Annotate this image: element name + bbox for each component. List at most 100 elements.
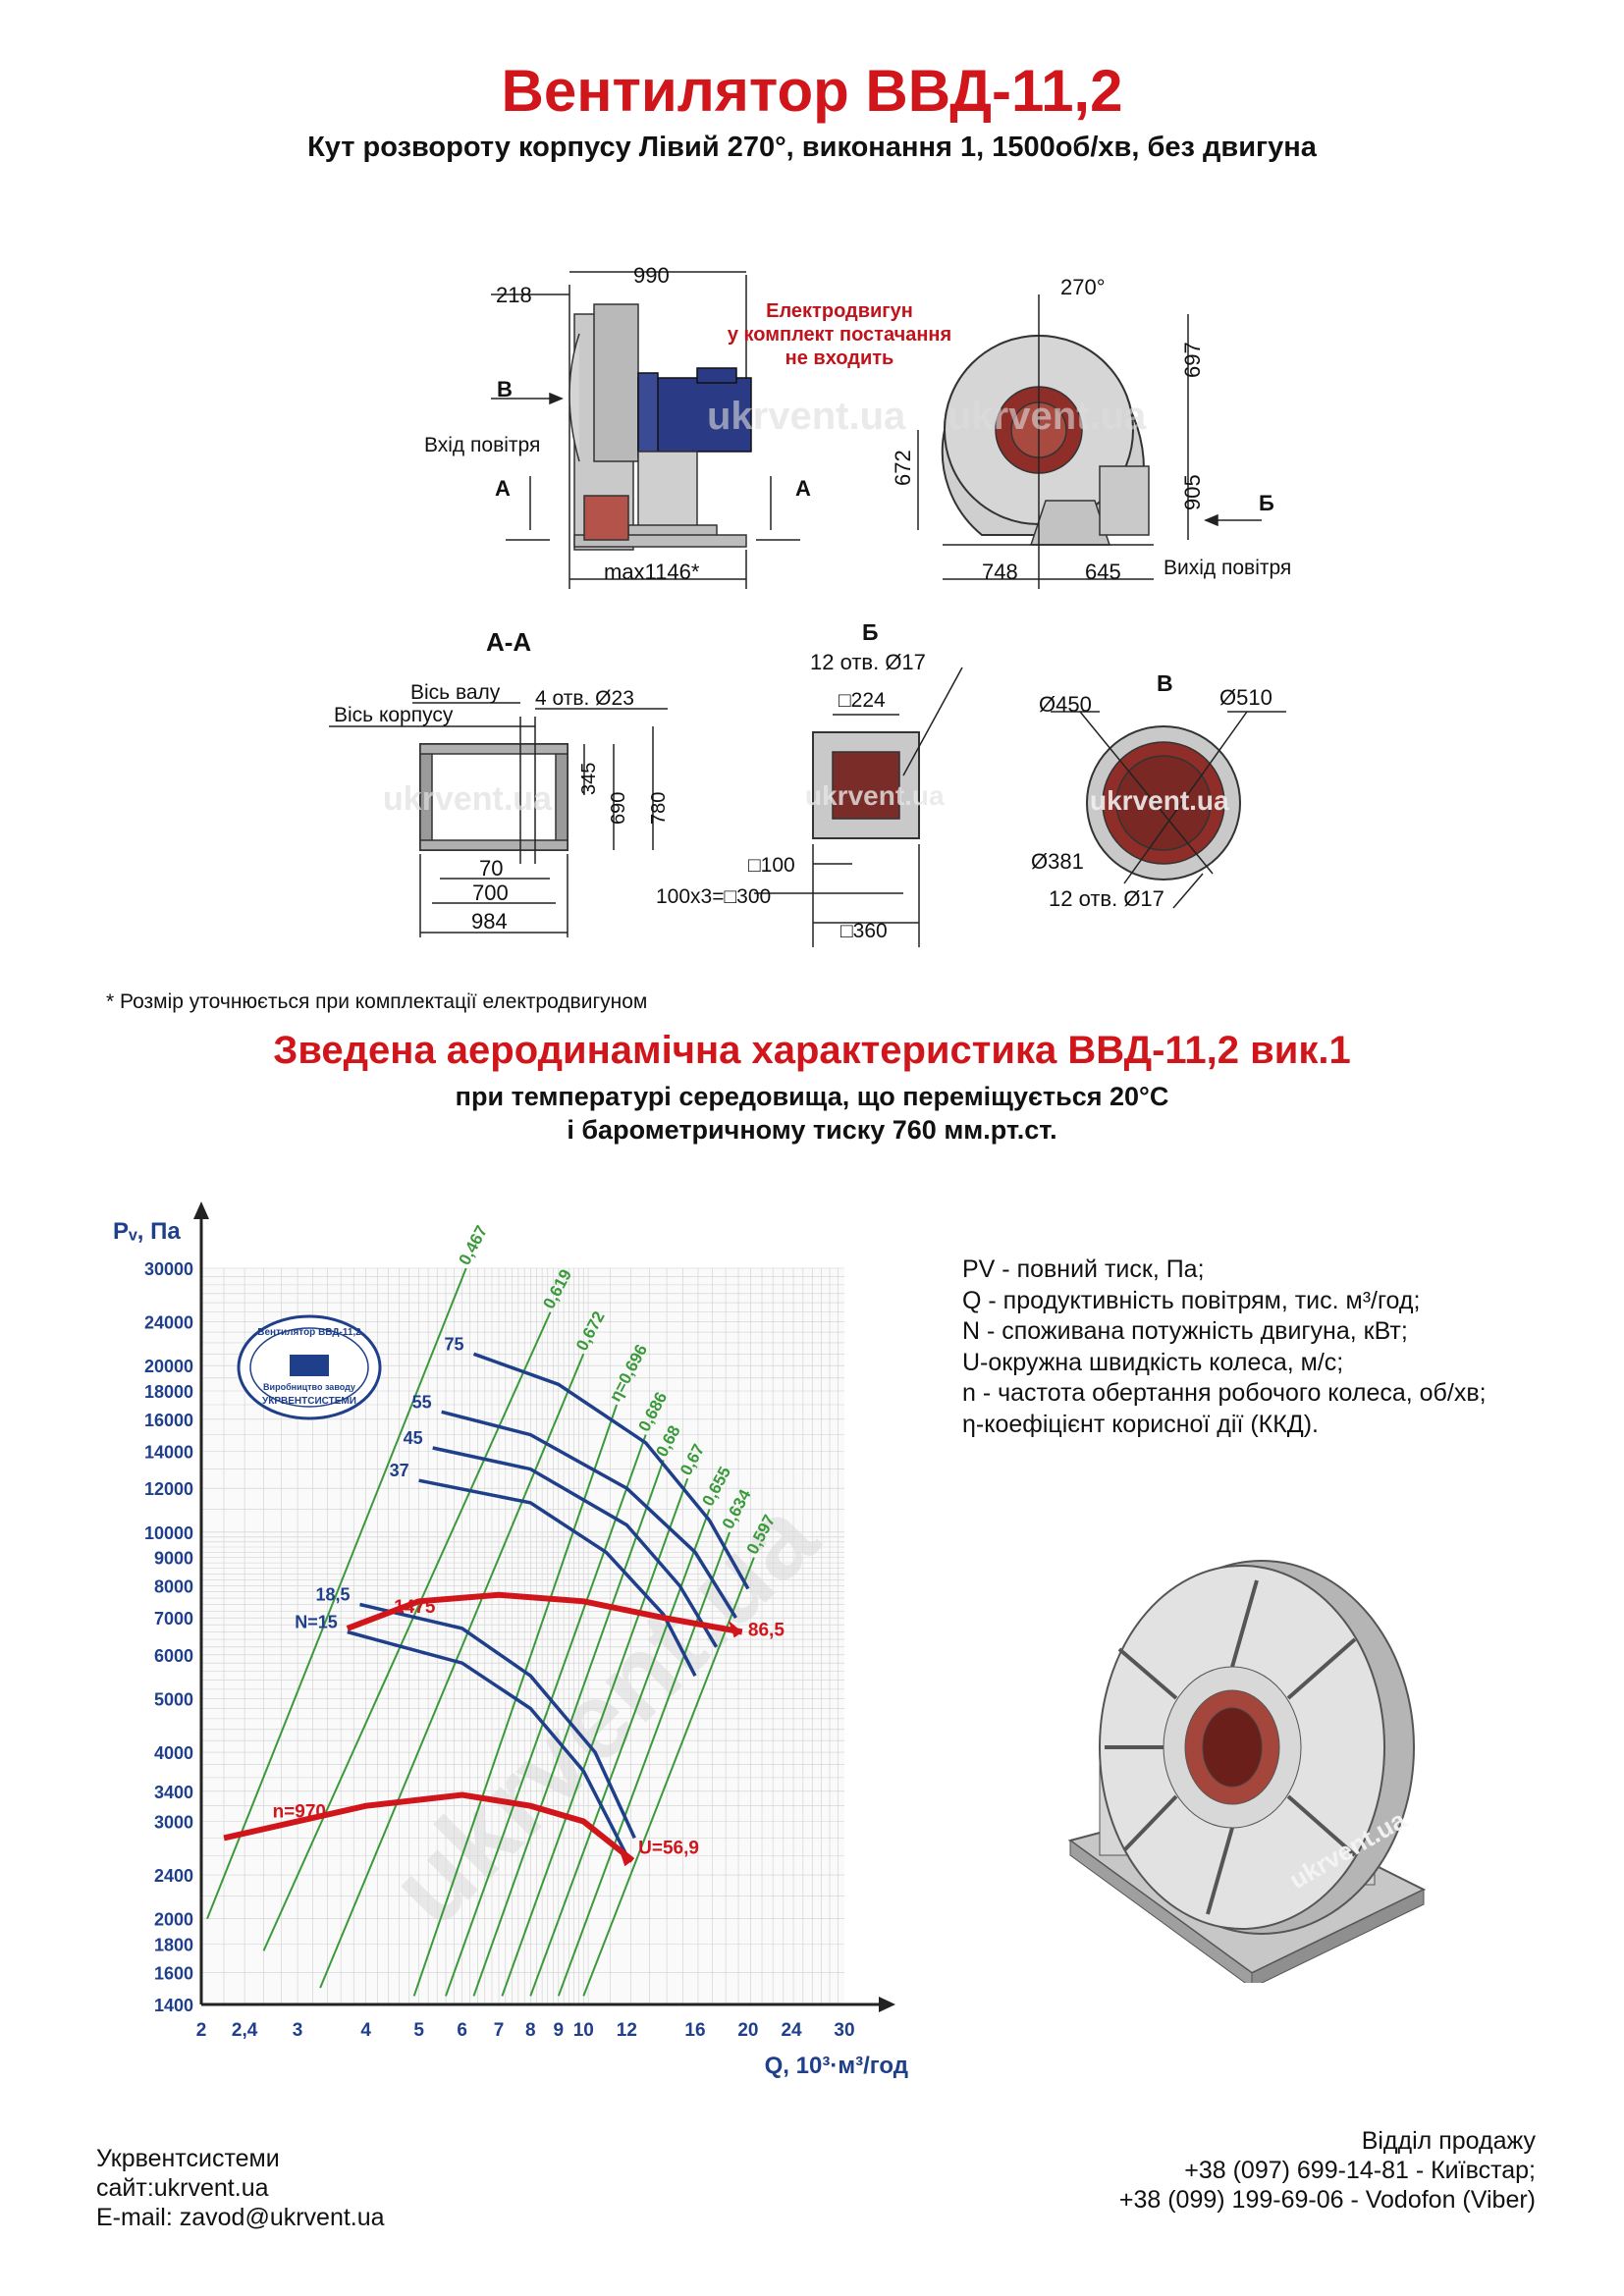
stamp-text: УКРВЕНТСИСТЕМИ: [262, 1396, 356, 1407]
y-tick-label: 18000: [144, 1382, 193, 1402]
speed-curve-arrow: [728, 1620, 742, 1638]
power-curve-label: 45: [404, 1428, 423, 1448]
efficiency-line: [262, 1311, 552, 1951]
sales-phone-2[interactable]: +38 (099) 199-69-06 - Vodofon (Viber): [1118, 2186, 1536, 2214]
y-tick-label: 2400: [154, 1866, 193, 1886]
y-axis-title: Pᵥ, Па: [113, 1218, 181, 1245]
stamp-text: Виробництво заводу: [263, 1382, 355, 1392]
watermark-2: ukrvent.ua: [947, 395, 1147, 438]
x-tick-label: 2: [196, 2020, 207, 2041]
company-name: Укрвентсистеми: [96, 2145, 280, 2172]
dim-360: □360: [840, 920, 888, 942]
section-a-right: А: [795, 476, 811, 501]
power-curve: [347, 1629, 628, 1857]
legend: PV - повний тиск, Па; Q - продуктивність…: [962, 1255, 1487, 1440]
dim-max1146: max1146*: [604, 560, 700, 584]
power-curve: [472, 1352, 750, 1590]
efficiency-line: [529, 1509, 711, 1997]
air-outlet-label: Вихід повітря: [1164, 557, 1291, 579]
efficiency-line: [206, 1267, 467, 1920]
view-b-title: Б: [862, 619, 879, 645]
x-tick-label: 12: [617, 2020, 637, 2041]
efficiency-line: [445, 1434, 647, 1997]
y-tick-label: 7000: [154, 1609, 193, 1629]
dim-748: 748: [982, 560, 1018, 584]
motor-note-2: у комплект постачання: [728, 324, 951, 346]
d450: Ø450: [1039, 692, 1092, 717]
watermark-4: ukrvent.ua: [805, 780, 945, 811]
dim-984: 984: [471, 909, 508, 934]
y-tick-label: 12000: [144, 1479, 193, 1499]
speed-label: U=56,9: [638, 1839, 699, 1859]
y-tick-label: 9000: [154, 1549, 193, 1569]
power-curve-label: 18,5: [315, 1585, 350, 1605]
shaft-axis-label: Вісь валу: [410, 681, 501, 704]
stamp-inner: [249, 1327, 369, 1408]
watermark-3: ukrvent.ua: [383, 780, 553, 818]
motor-note-3: не входить: [785, 347, 894, 369]
watermark-1: ukrvent.ua: [707, 395, 906, 438]
y-tick-label: 30000: [144, 1259, 193, 1279]
legend-item: Q - продуктивність повітрям, тис. м³/год…: [962, 1286, 1421, 1314]
holes-aa: 4 отв. Ø23: [535, 687, 634, 710]
x-tick-label: 6: [457, 2020, 467, 2041]
y-axis-arrow: [193, 1201, 209, 1219]
speed-label: 86,5: [748, 1620, 785, 1640]
y-tick-label: 4000: [154, 1743, 193, 1763]
stamp-text: Вентилятор ВВД-11,2: [257, 1327, 361, 1338]
chart-section-sub1: при температурі середовища, що переміщує…: [455, 1082, 1169, 1111]
side-view: [491, 271, 800, 589]
x-axis-arrow: [879, 1997, 895, 2012]
view-v-title: В: [1157, 670, 1173, 696]
stamp-fan-icon: [290, 1355, 329, 1376]
x-tick-label: 30: [834, 2020, 854, 2041]
x-axis-title: Q, 10³·м³/год: [765, 2053, 908, 2079]
angle-270: 270°: [1060, 275, 1106, 299]
power-curve-label: 75: [444, 1334, 463, 1354]
y-tick-label: 20000: [144, 1357, 193, 1376]
efficiency-line: [472, 1460, 665, 1997]
x-tick-label: 10: [573, 2020, 594, 2041]
air-inlet-label: Вхід повітря: [424, 434, 540, 456]
page-title: Вентилятор ВВД-11,2: [501, 58, 1123, 124]
dim-780: 780: [648, 792, 670, 825]
dim-672: 672: [891, 450, 915, 486]
speed-curve-arrow: [619, 1848, 633, 1867]
power-curve-label: N=15: [295, 1613, 338, 1632]
dim-224: □224: [839, 689, 886, 712]
dim-990: 990: [633, 263, 670, 288]
legend-item: η-коефіцієнт корисної дії (ККД).: [962, 1410, 1319, 1438]
company-email[interactable]: E-mail: zavod@ukrvent.ua: [96, 2204, 385, 2231]
power-curve: [432, 1446, 719, 1648]
y-tick-label: 16000: [144, 1411, 193, 1430]
y-tick-label: 1400: [154, 1996, 193, 2015]
efficiency-label: 0,467: [455, 1222, 491, 1267]
y-tick-label: 14000: [144, 1443, 193, 1463]
footer-company: Укрвентсистеми сайт:ukrvent.ua E-mail: z…: [96, 2144, 385, 2232]
x-tick-label: 8: [525, 2020, 536, 2041]
technical-drawings: 218 990 Електродвигун у комплект постача…: [329, 263, 1291, 947]
x-tick-label: 20: [737, 2020, 758, 2041]
power-curve: [441, 1410, 737, 1620]
front-view: [917, 294, 1262, 589]
y-tick-label: 10000: [144, 1523, 193, 1543]
x-tick-label: 16: [684, 2020, 705, 2041]
case-axis-label: Вісь корпусу: [334, 704, 454, 726]
power-curve: [418, 1478, 697, 1678]
efficiency-line: [557, 1531, 731, 1997]
sales-phone-1[interactable]: +38 (097) 699-14-81 - Київстар;: [1184, 2157, 1536, 2184]
x-tick-label: 5: [413, 2020, 424, 2041]
efficiency-line: [501, 1477, 689, 1997]
x-tick-label: 24: [781, 2020, 802, 2041]
y-tick-label: 2000: [154, 1910, 193, 1930]
y-tick-label: 6000: [154, 1646, 193, 1666]
company-site[interactable]: сайт:ukrvent.ua: [96, 2174, 269, 2202]
dim-345: 345: [578, 763, 600, 795]
footnote: * Розмір уточнюється при комплектації ел…: [106, 990, 648, 1013]
motor-note-1: Електродвигун: [766, 300, 913, 322]
dim-690: 690: [608, 792, 629, 825]
y-tick-label: 1600: [154, 1963, 193, 1983]
y-tick-label: 5000: [154, 1689, 193, 1709]
view-b: [754, 667, 963, 947]
